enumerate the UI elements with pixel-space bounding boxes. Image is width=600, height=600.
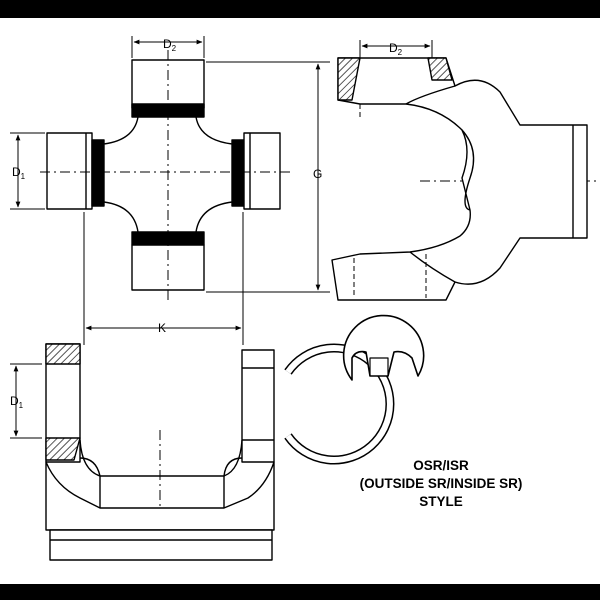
label-k: K <box>158 321 166 335</box>
label-d2-top: D2 <box>163 37 177 53</box>
label-d1-cross: D1 <box>12 165 26 181</box>
label-g: G <box>313 167 322 181</box>
end-yoke-side-view <box>331 57 588 301</box>
dimension-labels: D2 D1 G K D2 D1 <box>10 37 403 410</box>
snap-rings <box>284 314 425 465</box>
caption-line-3: STYLE <box>419 494 463 509</box>
left-seal-band <box>91 139 105 207</box>
label-d1-yoke: D1 <box>10 394 24 410</box>
style-caption: OSR/ISR (OUTSIDE SR/INSIDE SR) STYLE <box>360 458 523 509</box>
caption-line-2: (OUTSIDE SR/INSIDE SR) <box>360 476 523 491</box>
caption-line-1: OSR/ISR <box>413 458 469 473</box>
left-bearing-cup <box>46 132 93 210</box>
cross-spider <box>46 59 281 291</box>
right-seal-band <box>231 139 245 207</box>
end-yoke-front-view <box>45 343 275 561</box>
label-d2-yoke: D2 <box>389 41 403 57</box>
paper-background <box>0 18 600 584</box>
dimension-lines <box>10 36 433 439</box>
